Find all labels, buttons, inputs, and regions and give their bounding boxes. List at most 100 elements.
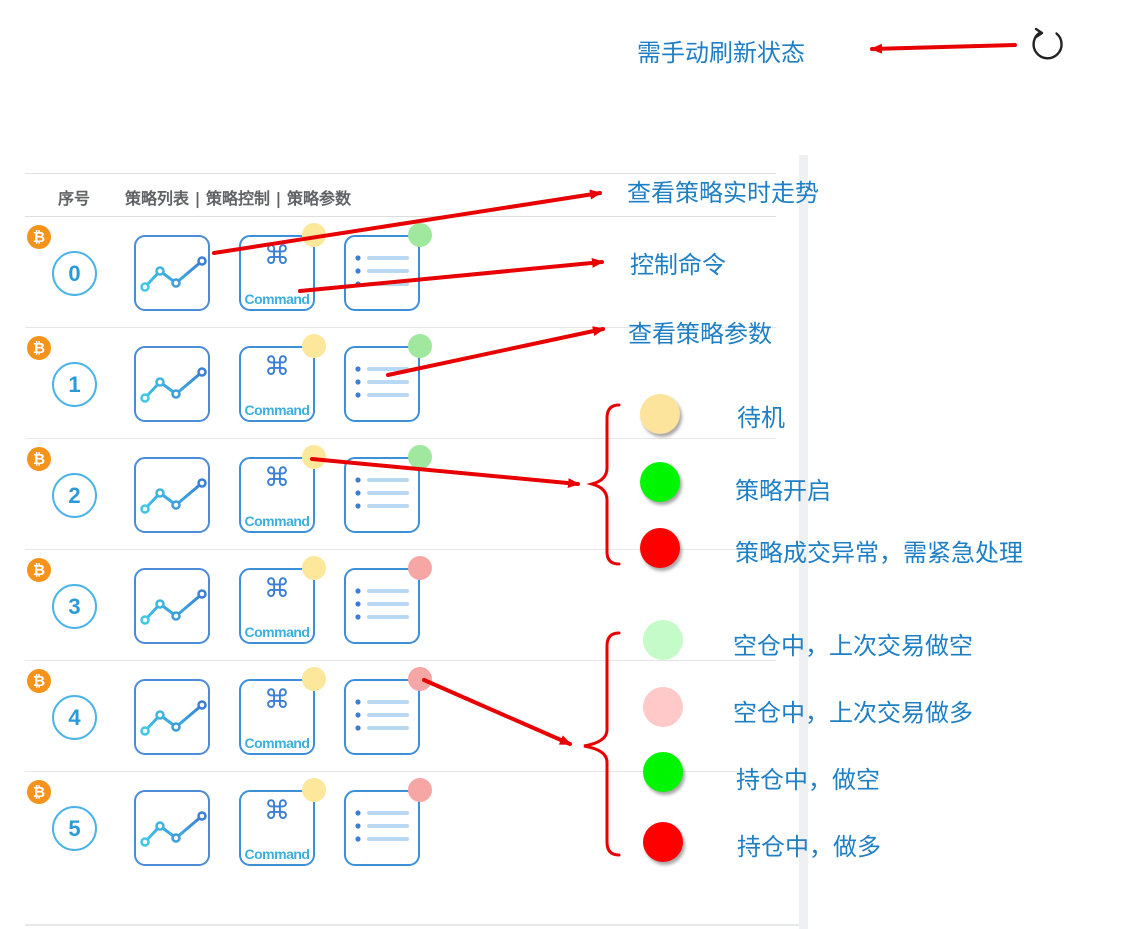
view-params-button[interactable] bbox=[344, 679, 420, 755]
row-index: 3 bbox=[52, 584, 97, 629]
control-command-button[interactable]: ⌘ Command bbox=[239, 790, 315, 866]
annotation-view-params: 查看策略参数 bbox=[628, 320, 772, 348]
view-trend-button[interactable] bbox=[134, 346, 210, 422]
control-command-button[interactable]: ⌘ Command bbox=[239, 568, 315, 644]
bitcoin-icon: ₿ bbox=[27, 669, 51, 693]
row-divider bbox=[25, 549, 776, 550]
header-columns: 策略列表 | 策略控制 | 策略参数 bbox=[125, 189, 351, 208]
refresh-icon[interactable] bbox=[1026, 24, 1068, 66]
legend-dot-standby bbox=[640, 394, 680, 434]
position-status-dot bbox=[408, 667, 432, 691]
legend-label-holding-long: 持仓中，做多 bbox=[737, 833, 881, 861]
view-trend-button[interactable] bbox=[134, 235, 210, 311]
view-params-button[interactable] bbox=[344, 568, 420, 644]
position-status-dot bbox=[408, 556, 432, 580]
command-key-icon: ⌘ bbox=[264, 463, 290, 493]
command-status-dot bbox=[302, 778, 326, 802]
command-key-icon: ⌘ bbox=[264, 796, 290, 826]
row-index: 2 bbox=[52, 473, 97, 518]
arrow-command-legend bbox=[310, 457, 580, 489]
table-row: ₿3 ⌘ Command bbox=[25, 550, 776, 661]
trend-chart-icon bbox=[140, 700, 207, 736]
annotation-view-trend: 查看策略实时走势 bbox=[627, 179, 819, 207]
trend-chart-icon bbox=[140, 589, 207, 625]
bitcoin-icon: ₿ bbox=[27, 336, 51, 360]
panel-edge bbox=[799, 155, 808, 929]
position-status-dot bbox=[408, 445, 432, 469]
arrow-refresh bbox=[870, 43, 1017, 54]
table-row: ₿1 ⌘Command bbox=[25, 328, 776, 439]
bitcoin-icon: ₿ bbox=[27, 558, 51, 582]
trend-chart-icon bbox=[140, 811, 207, 847]
legend-dot-strategy-on bbox=[640, 462, 680, 502]
brace-position-legend bbox=[583, 631, 621, 857]
list-icon bbox=[355, 699, 409, 731]
view-trend-button[interactable] bbox=[134, 457, 210, 533]
row-index: 1 bbox=[52, 362, 97, 407]
view-params-button[interactable] bbox=[344, 346, 420, 422]
arrow-position-legend bbox=[422, 678, 572, 746]
header-index: 序号 bbox=[58, 189, 91, 208]
view-params-button[interactable] bbox=[344, 790, 420, 866]
annotation-control-command: 控制命令 bbox=[630, 251, 726, 279]
list-icon bbox=[355, 366, 409, 398]
table-top-border bbox=[25, 173, 776, 174]
view-trend-button[interactable] bbox=[134, 790, 210, 866]
legend-dot-flat-last-short bbox=[643, 620, 683, 660]
command-label: Command bbox=[244, 624, 310, 640]
bitcoin-icon: ₿ bbox=[27, 780, 51, 804]
position-status-dot bbox=[408, 778, 432, 802]
command-key-icon: ⌘ bbox=[264, 352, 290, 382]
arrow-control-command bbox=[298, 257, 604, 293]
bitcoin-icon: ₿ bbox=[27, 447, 51, 471]
command-key-icon: ⌘ bbox=[264, 574, 290, 604]
legend-dot-flat-last-long bbox=[643, 687, 683, 727]
row-index: 5 bbox=[52, 806, 97, 851]
table-row: ₿0⌘Command bbox=[25, 217, 776, 328]
legend-dot-holding-short bbox=[643, 752, 683, 792]
list-icon bbox=[355, 588, 409, 620]
row-divider bbox=[25, 771, 776, 772]
arrow-view-params bbox=[386, 326, 605, 377]
trend-chart-icon bbox=[140, 478, 207, 514]
legend-dot-holding-long bbox=[643, 822, 683, 862]
trend-chart-icon bbox=[140, 367, 207, 403]
position-status-dot bbox=[408, 223, 432, 247]
position-status-dot bbox=[408, 334, 432, 358]
control-command-button[interactable]: ⌘ Command bbox=[239, 679, 315, 755]
row-divider bbox=[25, 327, 776, 328]
arrow-view-trend bbox=[212, 189, 602, 255]
row-divider bbox=[25, 660, 776, 661]
header-divider bbox=[25, 216, 776, 217]
command-status-dot bbox=[302, 556, 326, 580]
command-key-icon: ⌘ bbox=[264, 685, 290, 715]
legend-label-strategy-on: 策略开启 bbox=[735, 477, 831, 505]
control-command-button[interactable]: ⌘Command bbox=[239, 346, 315, 422]
bitcoin-icon: ₿ bbox=[27, 225, 51, 249]
view-trend-button[interactable] bbox=[134, 568, 210, 644]
command-label: Command bbox=[244, 735, 310, 751]
table-row: ₿5 ⌘ Command bbox=[25, 772, 776, 883]
panel-bottom-border bbox=[25, 924, 799, 926]
command-label: Command bbox=[244, 846, 310, 862]
legend-dot-strategy-error bbox=[640, 528, 680, 568]
list-icon bbox=[355, 810, 409, 842]
legend-label-flat-last-long: 空仓中，上次交易做多 bbox=[733, 699, 973, 727]
command-status-dot bbox=[302, 667, 326, 691]
legend-label-strategy-error: 策略成交异常，需紧急处理 bbox=[735, 539, 1023, 567]
refresh-note: 需手动刷新状态 bbox=[637, 39, 805, 67]
legend-label-standby: 待机 bbox=[737, 404, 785, 432]
view-trend-button[interactable] bbox=[134, 679, 210, 755]
brace-command-legend bbox=[586, 403, 621, 566]
row-index: 0 bbox=[52, 251, 97, 296]
command-status-dot bbox=[302, 334, 326, 358]
list-icon bbox=[355, 477, 409, 509]
table-row: ₿4 ⌘ Command bbox=[25, 661, 776, 772]
command-status-dot bbox=[302, 445, 326, 469]
legend-label-holding-short: 持仓中，做空 bbox=[736, 766, 880, 794]
row-index: 4 bbox=[52, 695, 97, 740]
table-row: ₿2 ⌘Command bbox=[25, 439, 776, 550]
command-label: Command bbox=[244, 291, 310, 307]
control-command-button[interactable]: ⌘Command bbox=[239, 457, 315, 533]
